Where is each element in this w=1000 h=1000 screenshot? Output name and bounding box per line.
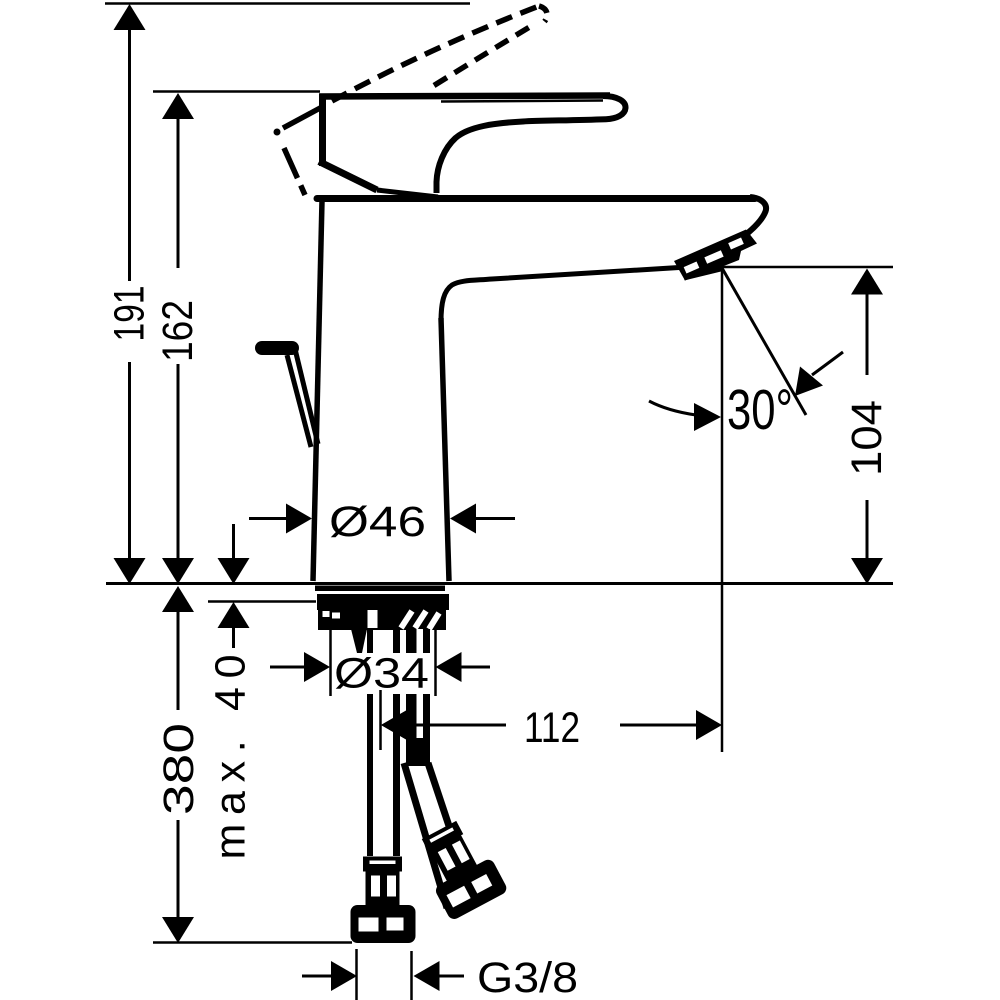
svg-text:30°: 30° [727, 378, 793, 442]
svg-text:Ø34: Ø34 [334, 650, 429, 698]
svg-text:G3/8: G3/8 [477, 954, 578, 1000]
svg-text:Ø46: Ø46 [329, 498, 426, 546]
svg-text:191: 191 [106, 286, 154, 342]
svg-text:380: 380 [155, 723, 203, 815]
svg-text:104: 104 [843, 400, 891, 476]
svg-text:162: 162 [154, 300, 202, 362]
svg-text:112: 112 [524, 704, 580, 752]
